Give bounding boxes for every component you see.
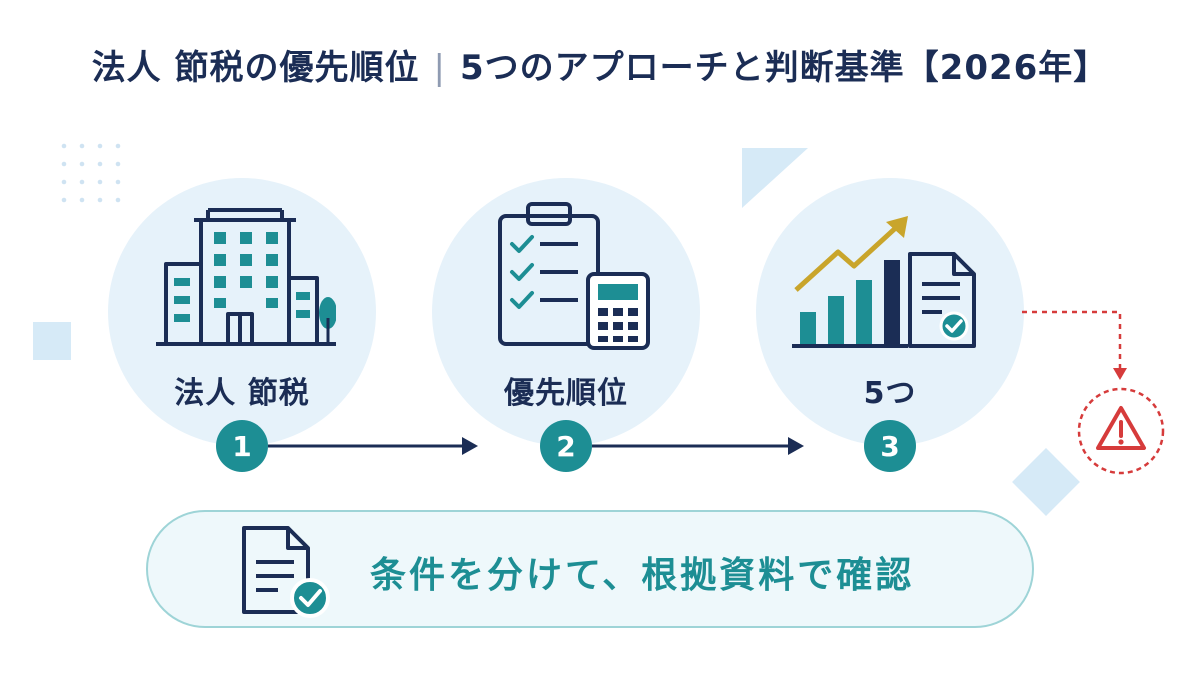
office-building-icon [156, 208, 336, 346]
step-2-label: 優先順位 [504, 376, 628, 411]
step-1-label: 法人 節税 [174, 376, 310, 411]
warning-arrow-head [1113, 368, 1127, 380]
clipboard-calculator-icon [498, 202, 650, 350]
decorative-square [33, 322, 71, 360]
page-title: 法人 節税の優先順位 | 5つのアプローチと判断基準【2026年】 [0, 40, 1200, 89]
decorative-triangle [742, 148, 808, 208]
step-2-number: 2 [540, 420, 592, 472]
step-3-number: 3 [864, 420, 916, 472]
warning-triangle-icon [1077, 387, 1165, 475]
decorative-dot-grid [61, 143, 121, 203]
title-sub: 5つのアプローチと判断基準【2026年】 [460, 48, 1109, 88]
warning-connector [1022, 310, 1122, 372]
title-separator: | [433, 48, 446, 88]
title-main: 法人 節税の優先順位 [91, 48, 420, 88]
growth-chart-document-icon [792, 216, 976, 348]
banner-text: 条件を分けて、根拠資料で確認 [370, 555, 915, 596]
step-1-number: 1 [216, 420, 268, 472]
checked-document-icon [242, 526, 330, 618]
arrow-head-2-3 [788, 437, 804, 455]
step-3-label: 5つ [863, 376, 917, 411]
arrow-head-1-2 [462, 437, 478, 455]
